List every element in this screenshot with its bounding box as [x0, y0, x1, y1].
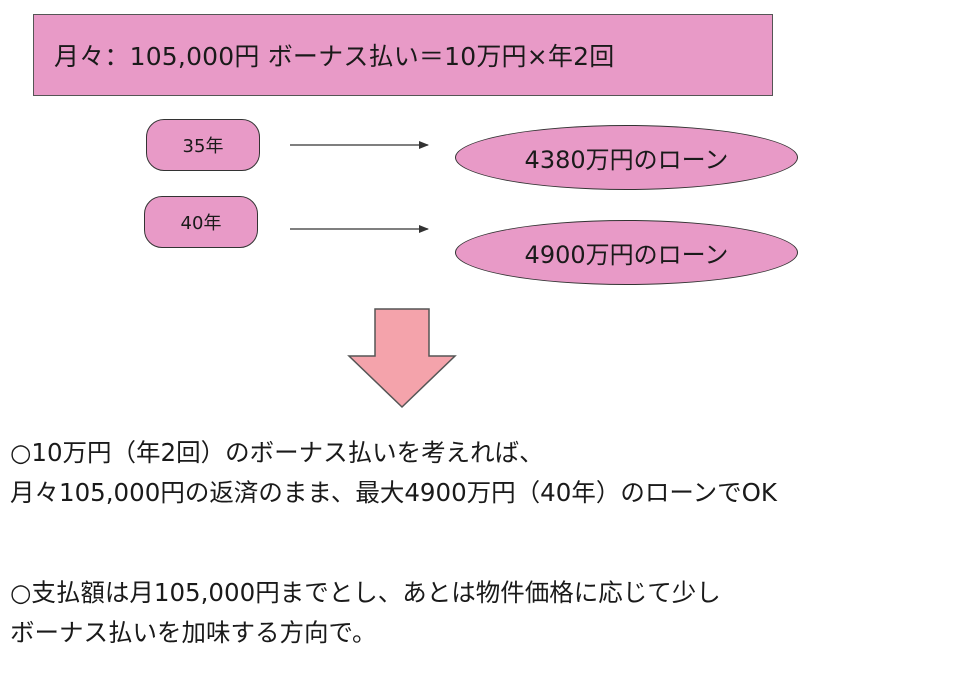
conclusion-line: ○10万円（年2回）のボーナス払いを考えれば、 [10, 438, 544, 467]
term-pill-35: 35年 [146, 119, 260, 171]
conclusion-line: 月々105,000円の返済のまま、最大4900万円（40年）のローンでOK [10, 478, 777, 507]
header-text: 月々：105,000円 ボーナス払い＝10万円×年2回 [54, 42, 615, 71]
loan-pill-4900: 4900万円のローン [455, 220, 798, 285]
term-label: 35年 [182, 136, 224, 157]
down-arrow [347, 308, 457, 409]
conclusion-paragraph-1: ○10万円（年2回）のボーナス払いを考えれば、 月々105,000円の返済のまま… [10, 433, 777, 513]
header-box: 月々：105,000円 ボーナス払い＝10万円×年2回 [33, 14, 773, 96]
conclusion-line: ○支払額は月105,000円までとし、あとは物件価格に応じて少し [10, 578, 721, 607]
loan-pill-4380: 4380万円のローン [455, 125, 798, 190]
term-pill-40: 40年 [144, 196, 258, 248]
conclusion-paragraph-2: ○支払額は月105,000円までとし、あとは物件価格に応じて少し ボーナス払いを… [10, 573, 721, 653]
loan-label: 4900万円のローン [524, 241, 729, 269]
loan-label: 4380万円のローン [524, 146, 729, 174]
conclusion-line: ボーナス払いを加味する方向で。 [10, 618, 377, 647]
term-label: 40年 [180, 213, 222, 234]
